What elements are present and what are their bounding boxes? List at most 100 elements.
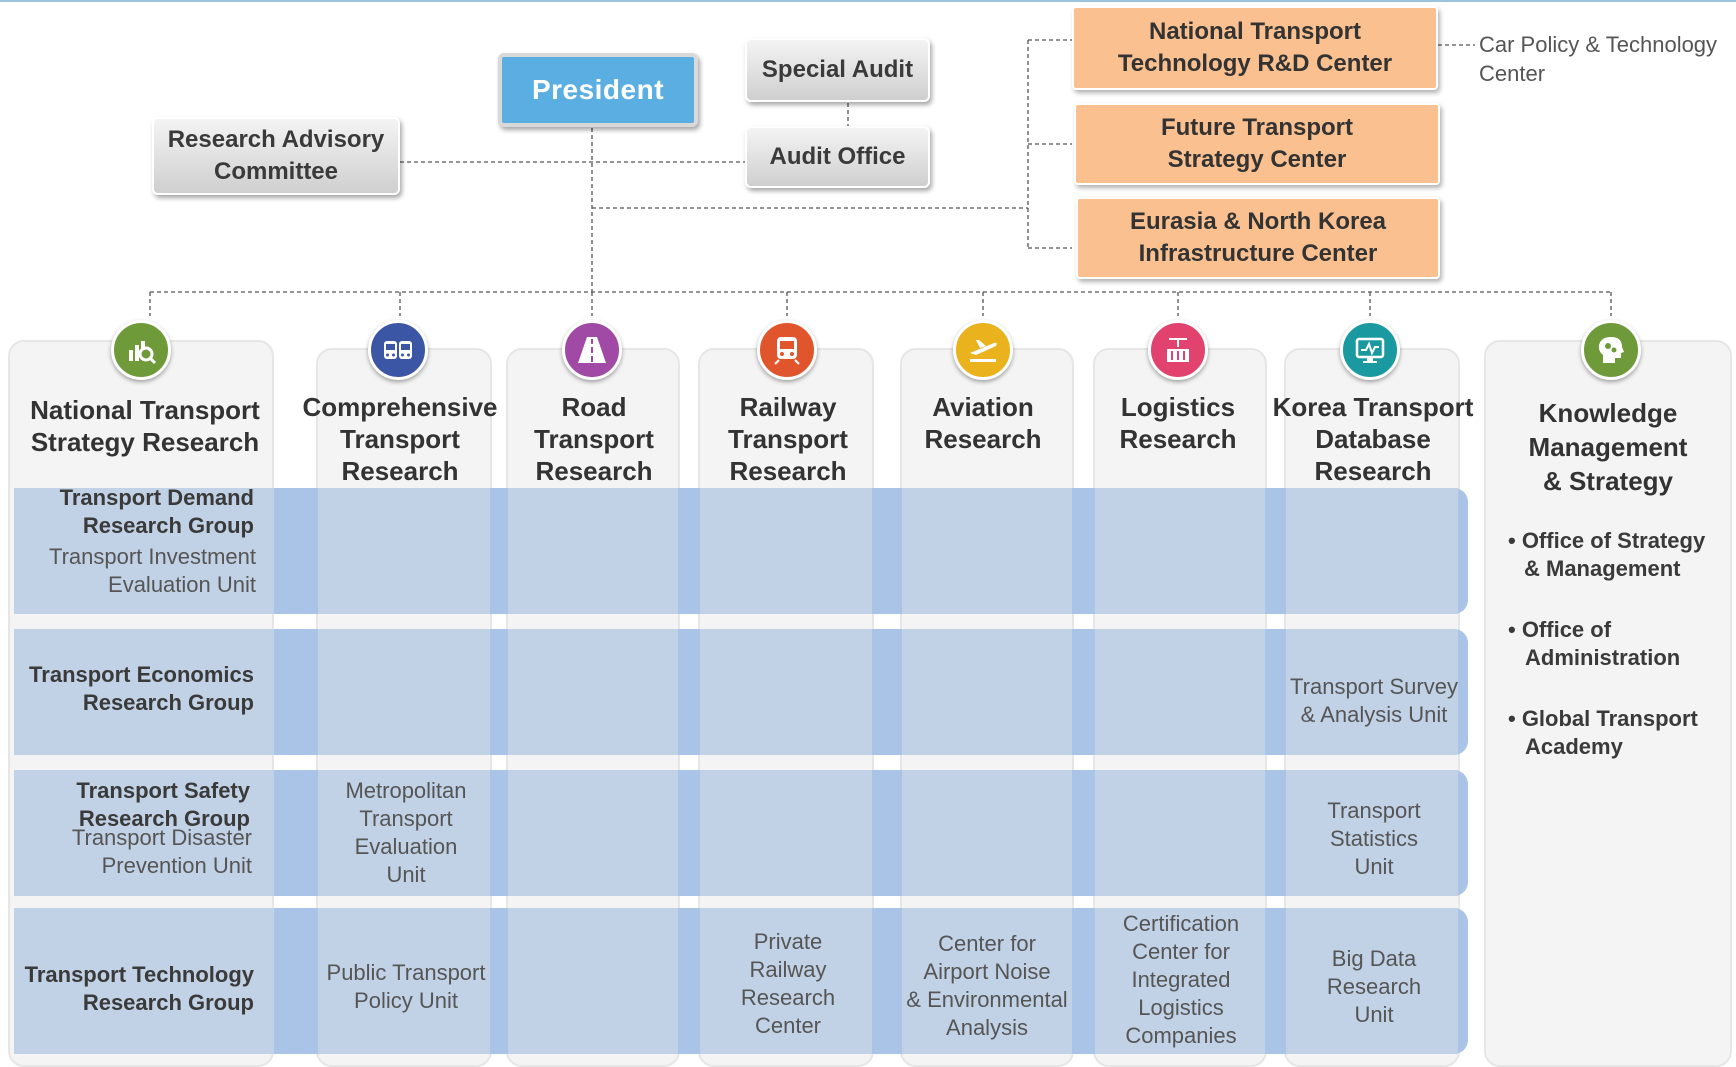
car-policy-line1: Car Policy & Technology [1479, 32, 1718, 57]
unit-private-line2: Railway [749, 957, 827, 982]
grid-cell [14, 770, 274, 896]
grid-cell [1286, 488, 1458, 614]
heading-comprehensive-line2: Transport [340, 424, 460, 454]
unit-airport-line1: Center for [938, 931, 1036, 956]
bus-train-icon [368, 320, 428, 380]
unit-private-line3: Research [740, 985, 836, 1010]
center-rd-line1: National Transport [1148, 18, 1362, 45]
unit-stats-line2: Statistics [1329, 826, 1419, 851]
train-icon [757, 320, 817, 380]
group-technology-line2: Research Group [82, 990, 254, 1015]
group-economics-line1: Transport Economics [29, 662, 254, 687]
heading-aviation: Aviation Research [895, 391, 1071, 455]
heading-railway-line2: Transport [728, 424, 848, 454]
heading-railway: Railway Transport Research [700, 391, 876, 487]
center-eurasia-line1: Eurasia & North Korea [1129, 208, 1387, 235]
heading-knowledge-line1: Knowledge [1538, 398, 1678, 428]
unit-stats-line3: Unit [1354, 854, 1394, 879]
unit-disaster-line1: Transport Disaster [71, 825, 252, 850]
unit-public-transport-policy: Public Transport Policy Unit [316, 959, 496, 1015]
group-transport-technology: Transport Technology Research Group [14, 961, 254, 1017]
group-transport-economics: Transport Economics Research Group [14, 661, 254, 717]
unit-airport-noise-center: Center for Airport Noise & Environmental… [897, 930, 1077, 1042]
grid-cell [1286, 629, 1458, 755]
center-rd-line2: Technology R&D Center [1117, 50, 1393, 77]
group-demand-line2: Research Group [82, 513, 254, 538]
research-advisory-committee-box: Research Advisory Committee [152, 117, 400, 195]
grid-cell [902, 488, 1072, 614]
grid-cell [700, 629, 872, 755]
group-safety-line2: Research Group [78, 806, 250, 831]
heading-comprehensive-line3: Research [341, 456, 459, 486]
heading-database-line3: Research [1314, 456, 1432, 486]
heading-road-line1: Road [561, 392, 627, 422]
unit-disaster-prevention: Transport Disaster Prevention Unit [14, 824, 252, 880]
unit-investment-evaluation: Transport Investment Evaluation Unit [14, 543, 256, 599]
special-audit-box: Special Audit [745, 38, 930, 102]
unit-transport-statistics: Transport Statistics Unit [1284, 797, 1464, 881]
grid-cell [902, 629, 1072, 755]
unit-big-data: Big Data Research Unit [1284, 945, 1464, 1029]
grid-cell [700, 770, 872, 896]
grid-cell [1095, 770, 1265, 896]
knowledge-item-administration: • Office of Administration [1508, 616, 1680, 672]
group-demand-line1: Transport Demand [59, 485, 254, 510]
unit-investment-line2: Evaluation Unit [108, 572, 256, 597]
knowledge-admin-line1: • Office of [1508, 617, 1612, 642]
grid-cell [318, 629, 490, 755]
grid-cell [1095, 488, 1265, 614]
unit-stats-line1: Transport [1327, 798, 1421, 823]
special-audit-label: Special Audit [761, 56, 914, 83]
grid-cell [902, 908, 1072, 1054]
group-technology-line1: Transport Technology [24, 962, 254, 987]
grid-cell [318, 908, 490, 1054]
car-policy-note: Car Policy & Technology Center [1479, 30, 1717, 88]
unit-public-line2: Policy Unit [354, 988, 458, 1013]
unit-bigdata-line3: Unit [1354, 1002, 1394, 1027]
audit-office-label: Audit Office [769, 143, 906, 170]
heading-database-line2: Database [1315, 424, 1431, 454]
monitor-chart-icon [1340, 320, 1400, 380]
grid-cell [1095, 908, 1265, 1054]
group-transport-demand: Transport Demand Research Group [14, 484, 254, 540]
unit-disaster-line2: Prevention Unit [101, 853, 252, 878]
grid-cell [14, 908, 274, 1054]
heading-railway-line1: Railway [739, 392, 837, 422]
group-safety-line1: Transport Safety [76, 778, 250, 803]
center-eurasia-box: Eurasia & North Korea Infrastructure Cen… [1076, 197, 1440, 279]
unit-cert-line5: Companies [1125, 1023, 1237, 1048]
heading-knowledge: Knowledge Management & Strategy [1486, 396, 1730, 498]
grid-cell [700, 908, 872, 1054]
grid-cell [318, 770, 490, 896]
unit-metropolitan-evaluation: Metropolitan Transport Evaluation Unit [316, 777, 496, 889]
heading-aviation-line1: Aviation [932, 392, 1034, 422]
airplane-icon [953, 320, 1013, 380]
unit-bigdata-line1: Big Data [1331, 946, 1417, 971]
president-box: President [498, 53, 698, 127]
chart-magnifier-icon [111, 320, 171, 380]
knowledge-strategy-line2: & Management [1524, 556, 1681, 581]
heading-road-line2: Transport [534, 424, 654, 454]
knowledge-academy-line1: • Global Transport [1508, 706, 1698, 731]
heading-database: Korea Transport Database Research [1270, 391, 1476, 487]
knowledge-strategy-line1: • Office of Strategy [1508, 528, 1706, 553]
heading-national-strategy-line2: Strategy Research [30, 427, 260, 457]
head-gears-icon [1581, 320, 1641, 380]
unit-private-line1: Private [753, 929, 823, 954]
unit-metro-line1: Metropolitan [345, 778, 467, 803]
grid-cell [318, 488, 490, 614]
unit-airport-line4: Analysis [946, 1015, 1028, 1040]
top-rule [0, 0, 1736, 2]
grid-cell [1095, 629, 1265, 755]
center-future-line2: Strategy Center [1167, 146, 1347, 173]
unit-private-line4: Center [754, 1013, 822, 1038]
column-knowledge [1484, 340, 1732, 1067]
heading-knowledge-line2: Management [1528, 432, 1688, 462]
road-icon [562, 320, 622, 380]
unit-cert-line1: Certification [1122, 911, 1240, 936]
president-label: President [531, 74, 665, 105]
audit-office-box: Audit Office [745, 126, 930, 188]
heading-national-strategy: National Transport Strategy Research [10, 394, 280, 458]
grid-cell [700, 488, 872, 614]
unit-cert-line4: Logistics [1138, 995, 1224, 1020]
